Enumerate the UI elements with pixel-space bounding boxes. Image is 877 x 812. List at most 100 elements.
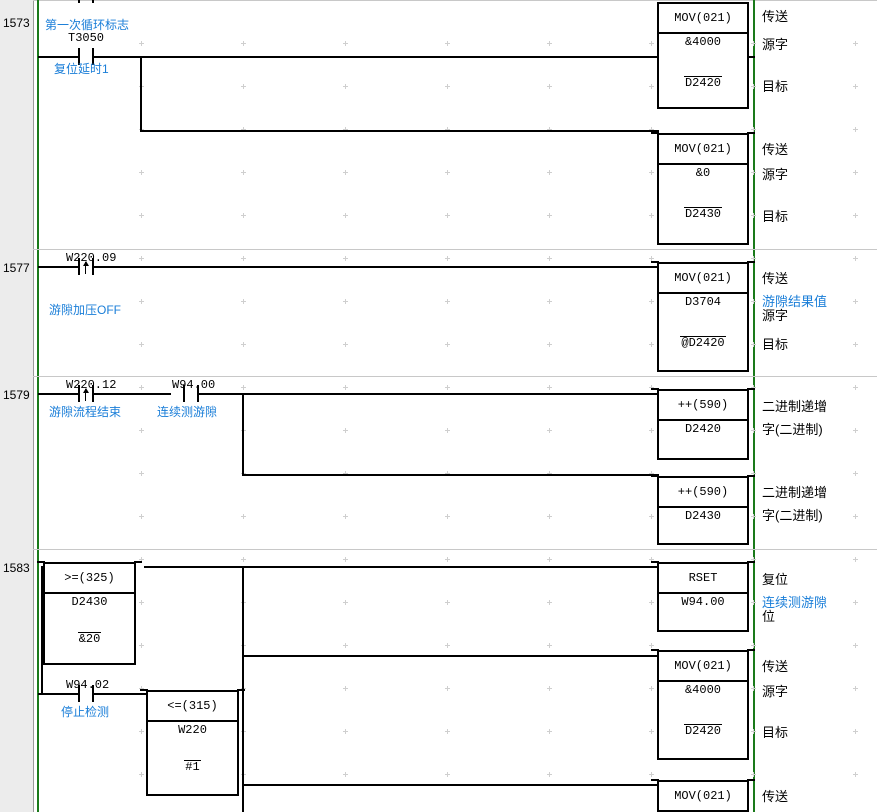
operand-desc: 传送 — [762, 9, 789, 24]
wire-segment — [140, 130, 659, 132]
operand-desc: 目标 — [762, 209, 789, 224]
instruction-header: MOV(021) — [659, 135, 747, 165]
instruction-header: MOV(021) — [659, 782, 747, 812]
instruction-box-increment[interactable]: ++(590) D2430 — [651, 475, 755, 545]
instruction-box-mov-partial[interactable]: MOV(021) — [651, 779, 755, 812]
wire-segment — [38, 266, 78, 268]
contact-name-t3050: T3050 — [68, 31, 105, 45]
compare-operand-2: &20 — [77, 632, 102, 646]
rung-number-1579[interactable]: 1579 — [3, 388, 30, 402]
operand-desc: 传送 — [762, 142, 789, 157]
contact-name-w94-00: W94.00 — [172, 378, 216, 392]
instruction-operand-dest: D2430 — [683, 207, 722, 221]
instruction-header: MOV(021) — [659, 652, 747, 682]
operand-desc-symbol: 连续测游隙 — [762, 595, 828, 610]
left-power-rail — [37, 0, 39, 249]
operand-desc: 目标 — [762, 725, 789, 740]
compare-operand-1: W220 — [178, 723, 207, 737]
rung-separator — [33, 249, 877, 250]
operand-desc: 源字 — [762, 308, 789, 323]
compare-operand-2: #1 — [184, 760, 201, 774]
instruction-box-increment[interactable]: ++(590) D2420 — [651, 388, 755, 460]
operand-desc: 二进制递增 — [762, 399, 828, 414]
right-power-rail — [753, 550, 755, 812]
contact-comment-reset-delay-1: 复位延时1 — [54, 62, 109, 76]
instruction-operand-dest: @D2420 — [680, 336, 726, 350]
instruction-operand-word: D2430 — [684, 509, 721, 523]
instruction-header: RSET — [659, 564, 747, 594]
instruction-header: ++(590) — [659, 478, 747, 508]
instruction-box-mov[interactable]: MOV(021) &4000 D2420 — [651, 649, 755, 760]
rung-number-1573[interactable]: 1573 — [3, 16, 30, 30]
operand-desc: 目标 — [762, 79, 789, 94]
instruction-header: MOV(021) — [659, 4, 747, 34]
contact-comment-clearance-press-off: 游隙加压OFF — [49, 303, 121, 317]
right-power-rail — [753, 377, 755, 549]
instruction-box-rset[interactable]: RSET W94.00 — [651, 561, 755, 632]
instruction-header: ++(590) — [659, 391, 747, 421]
branch-vertical — [242, 393, 244, 475]
compare-box-greater-equal[interactable]: >=(325) D2430 &20 — [37, 561, 142, 665]
instruction-box-mov[interactable]: MOV(021) &0 D2430 — [651, 132, 755, 245]
instruction-header: >=(325) — [45, 564, 134, 594]
wire-segment — [94, 56, 659, 58]
wire-segment — [38, 693, 78, 695]
instruction-operand-dest: D2420 — [683, 76, 722, 90]
compare-operand-1: D2430 — [71, 595, 108, 609]
rung-number-1577[interactable]: 1577 — [3, 261, 30, 275]
operand-desc: 传送 — [762, 789, 789, 804]
contact-comment-first-scan: 第一次循环标志 — [45, 18, 130, 32]
contact-name-w94-02: W94.02 — [66, 678, 110, 692]
instruction-operand-source: &0 — [695, 166, 711, 180]
right-power-rail — [753, 0, 755, 249]
wire-segment — [94, 693, 146, 695]
operand-desc: 目标 — [762, 337, 789, 352]
operand-desc: 复位 — [762, 572, 789, 587]
wire-segment — [242, 655, 659, 657]
operand-desc: 二进制递增 — [762, 485, 828, 500]
operand-desc: 源字 — [762, 37, 789, 52]
rung-separator — [33, 549, 877, 550]
gutter-spacer — [34, 0, 37, 812]
branch-vertical — [41, 566, 43, 694]
instruction-operand-dest: D2420 — [683, 724, 722, 738]
operand-desc: 位 — [762, 609, 776, 624]
contact-comment-clearance-flow-end: 游隙流程结束 — [49, 405, 122, 419]
wire-segment — [199, 393, 659, 395]
contact-comment-stop-detect: 停止检测 — [61, 705, 110, 719]
wire-segment — [38, 393, 78, 395]
instruction-operand-bit: W94.00 — [681, 595, 725, 609]
instruction-header: MOV(021) — [659, 264, 747, 294]
compare-box-less-equal[interactable]: <=(315) W220 #1 — [140, 689, 245, 796]
contact-comment-continuous-measure: 连续测游隙 — [157, 405, 218, 419]
rung-number-1583[interactable]: 1583 — [3, 561, 30, 575]
operand-desc: 源字 — [762, 684, 789, 699]
left-power-rail — [37, 377, 39, 549]
branch-vertical — [242, 566, 244, 812]
left-power-rail — [37, 550, 39, 812]
instruction-box-mov[interactable]: MOV(021) D3704 @D2420 — [651, 261, 755, 372]
wire-segment — [94, 266, 659, 268]
instruction-operand-source: &4000 — [684, 35, 721, 49]
operand-desc: 源字 — [762, 167, 789, 182]
instruction-header: <=(315) — [148, 692, 237, 722]
wire-segment — [94, 393, 171, 395]
operand-desc-symbol: 游隙结果值 — [762, 294, 828, 309]
instruction-box-mov[interactable]: MOV(021) &4000 D2420 — [651, 2, 755, 109]
instruction-operand-source: &4000 — [684, 683, 721, 697]
right-power-rail — [753, 250, 755, 376]
branch-vertical — [140, 56, 142, 132]
operand-desc: 字(二进制) — [762, 508, 823, 523]
operand-desc: 传送 — [762, 659, 789, 674]
operand-desc: 字(二进制) — [762, 422, 823, 437]
rung-number-gutter — [0, 0, 34, 812]
wire-segment — [242, 474, 659, 476]
wire-segment — [242, 784, 659, 786]
operand-desc: 传送 — [762, 271, 789, 286]
left-power-rail — [37, 250, 39, 376]
rung-separator — [33, 376, 877, 377]
instruction-operand-source: D3704 — [684, 295, 721, 309]
rung-separator — [33, 0, 877, 1]
instruction-operand-word: D2420 — [684, 422, 721, 436]
